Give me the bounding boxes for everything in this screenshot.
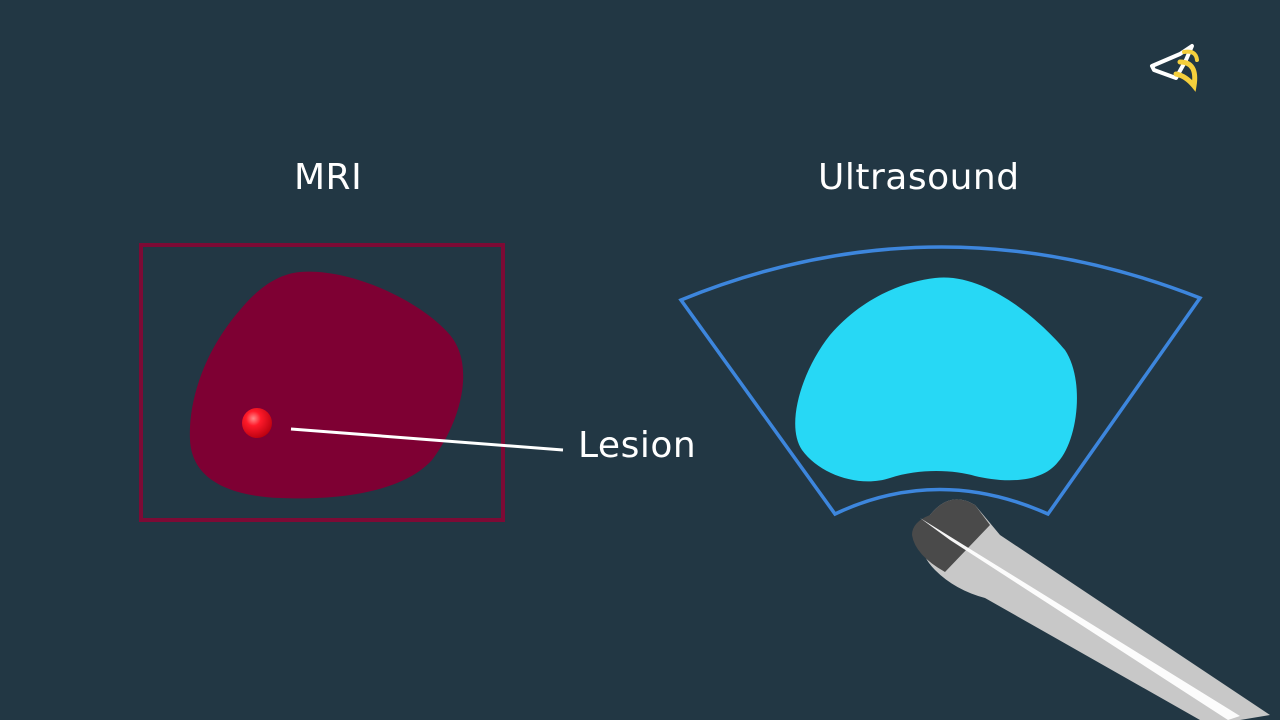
brand-logo-icon: [1150, 44, 1199, 92]
ultrasound-probe-icon: [912, 499, 1270, 720]
ultrasound-organ: [795, 277, 1077, 482]
lesion-label: Lesion: [578, 425, 697, 466]
mri-title: MRI: [294, 157, 363, 198]
ultrasound-frame: [678, 245, 1203, 517]
ultrasound-title: Ultrasound: [818, 157, 1020, 198]
lesion-pointer-line: [290, 427, 564, 452]
lesion-marker: [242, 408, 272, 438]
mri-organ: [189, 271, 464, 499]
mri-frame: [139, 243, 505, 522]
